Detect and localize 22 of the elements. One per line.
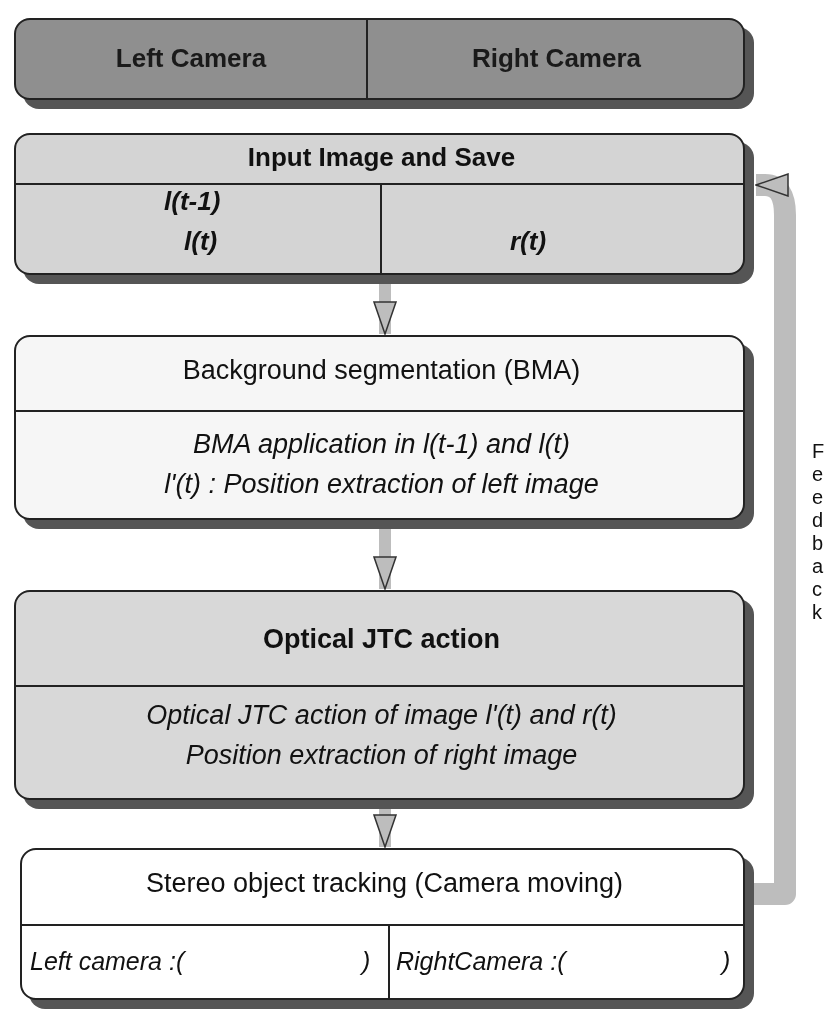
- box-text: r(t): [510, 227, 548, 257]
- box-text: Right Camera: [470, 44, 642, 74]
- box-heading: Stereo object tracking (Camera moving): [144, 868, 625, 900]
- block-arrow: [373, 809, 397, 848]
- box-text: l'(t) : Position extraction of left image: [163, 469, 600, 501]
- box-text: ): [722, 947, 732, 976]
- feedback-arrow: [754, 173, 796, 905]
- feedback-label: Feedback: [812, 440, 826, 624]
- box-heading: Input Image and Save: [246, 143, 517, 173]
- box-text: ): [362, 947, 372, 976]
- box-text: l(t-1): [164, 187, 222, 217]
- box-text: RightCamera :(: [396, 947, 569, 976]
- box-heading: Optical JTC action: [261, 624, 501, 656]
- box-text: Left camera :(: [30, 947, 187, 976]
- box-text: Position extraction of right image: [184, 740, 579, 772]
- block-arrow: [373, 284, 397, 335]
- box-text: l(t): [184, 227, 219, 257]
- box-heading: Background segmentation (BMA): [181, 355, 582, 387]
- box-text: Left Camera: [114, 44, 268, 74]
- box-text: BMA application in l(t-1) and l(t): [191, 429, 572, 461]
- block-arrow: [373, 529, 397, 590]
- box-text: Optical JTC action of image l'(t) and r(t): [145, 700, 618, 732]
